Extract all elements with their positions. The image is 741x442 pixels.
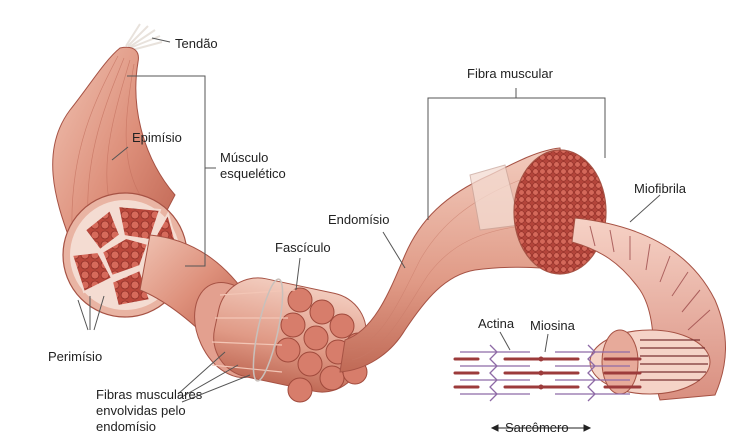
label-muscle-fiber: Fibra muscular — [467, 66, 554, 81]
label-epimysium: Epimísio — [132, 130, 182, 145]
label-myofibril: Miofibrila — [634, 181, 687, 196]
label-skeletal-muscle-line1: Músculo — [220, 150, 268, 165]
label-endomysium: Endomísio — [328, 212, 389, 227]
label-fibers-line3: endomísio — [96, 419, 156, 434]
muscle-fiber-cut-end — [514, 150, 606, 274]
label-actin: Actina — [478, 316, 515, 331]
label-sarcomere: Sarcômero — [505, 420, 569, 435]
label-perimysium: Perimísio — [48, 349, 102, 364]
myofibril-end — [590, 330, 710, 394]
myosin-centers — [539, 357, 544, 390]
label-skeletal-muscle-line2: esquelético — [220, 166, 286, 181]
tendon-strands — [126, 24, 162, 50]
label-fibers-line2: envolvidas pelo — [96, 403, 186, 418]
label-tendon: Tendão — [175, 36, 218, 51]
label-myosin: Miosina — [530, 318, 576, 333]
label-fascicle: Fascículo — [275, 240, 331, 255]
sarcomere-schematic — [455, 345, 640, 431]
label-fibers-line1: Fibras musculares — [96, 387, 203, 402]
fascicle-bundle — [180, 270, 374, 402]
